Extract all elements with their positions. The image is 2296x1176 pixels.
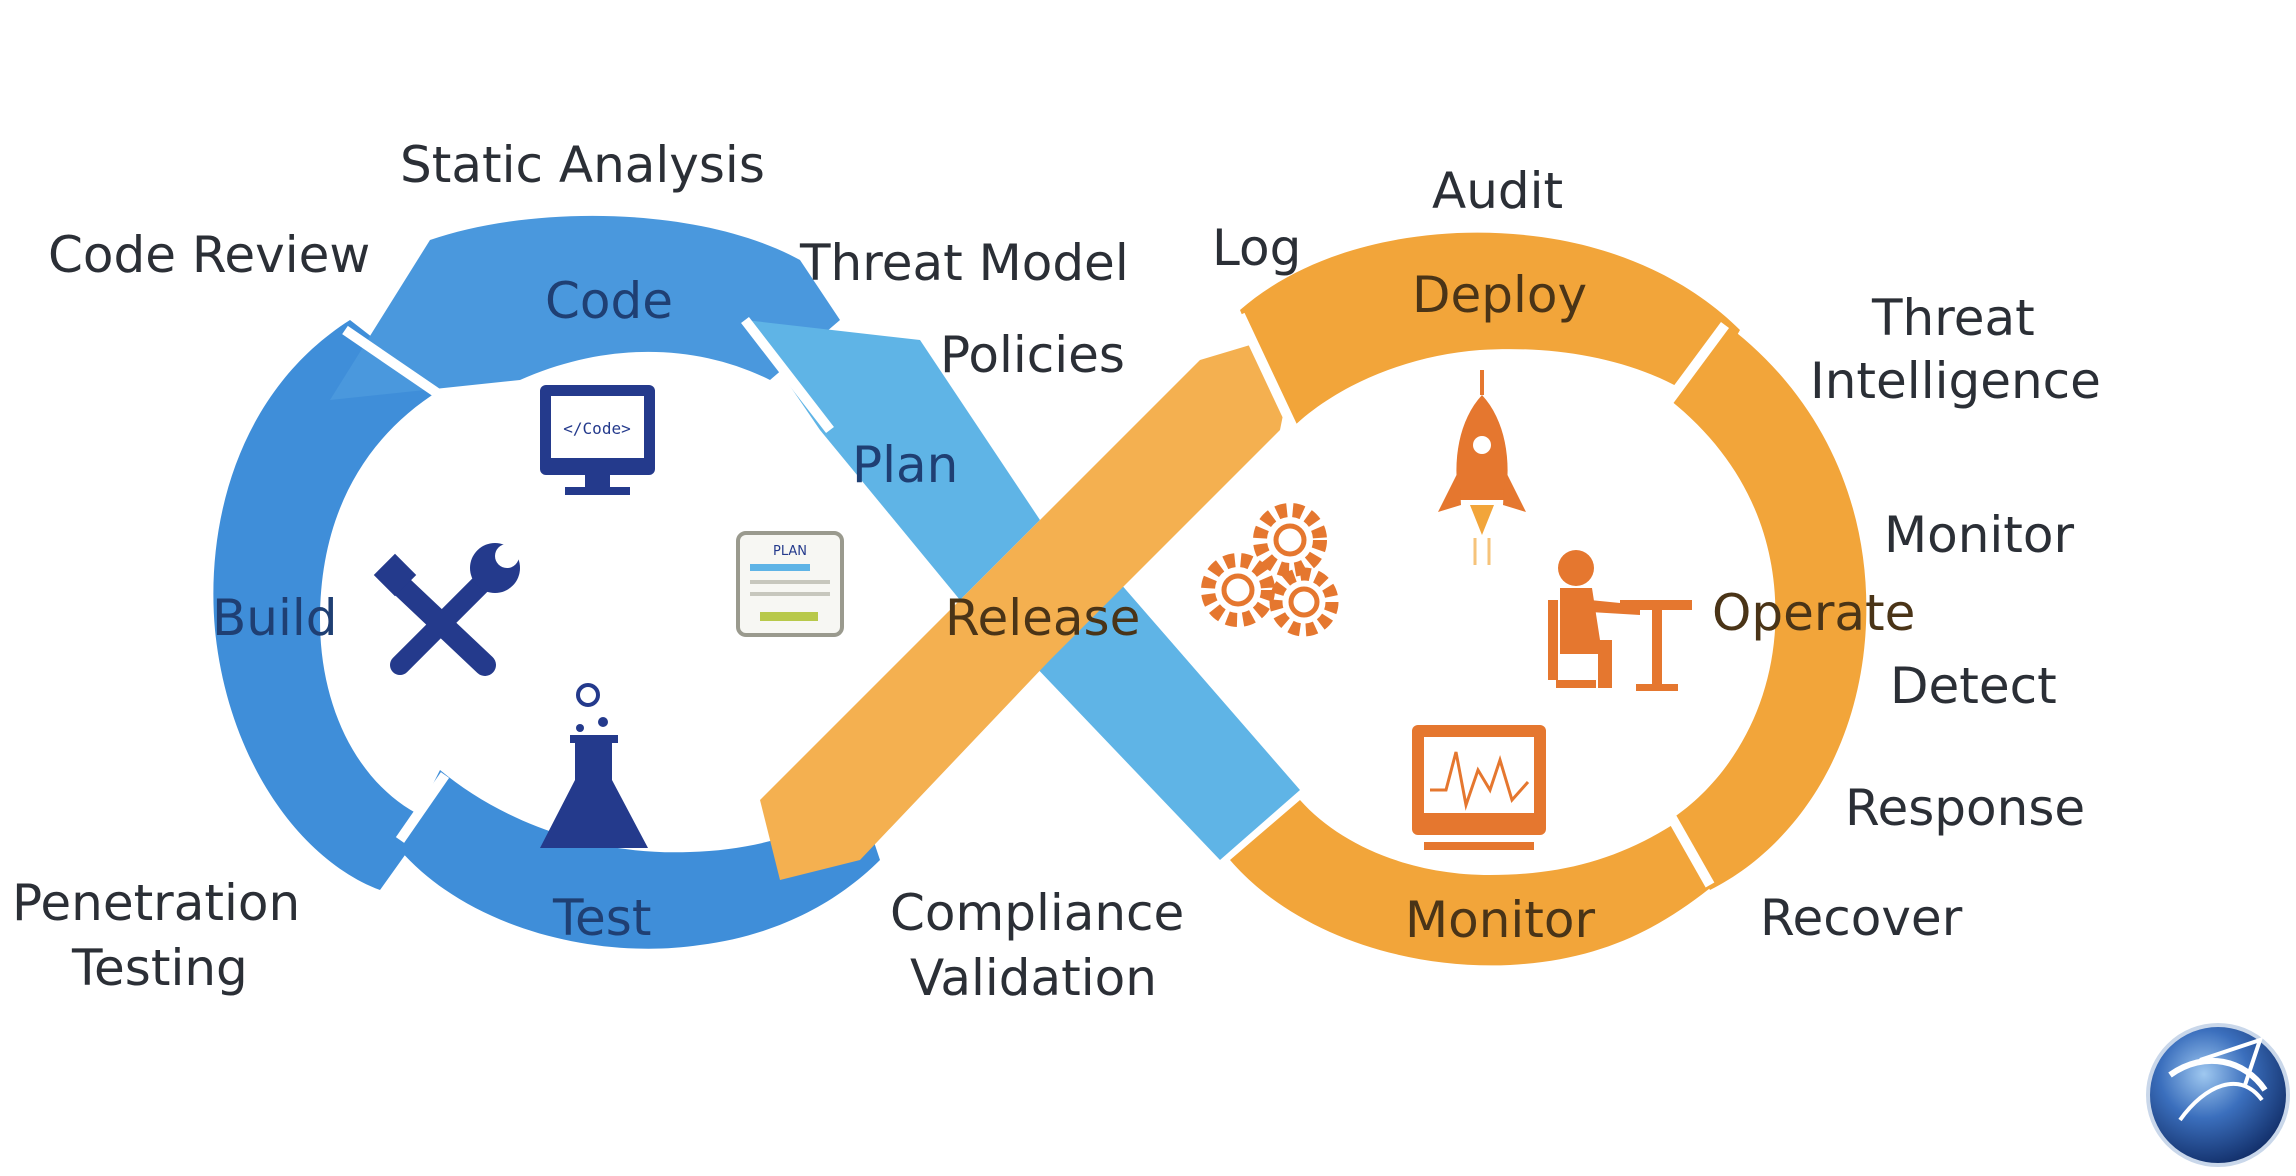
practice-threat-intelligence-line1: Threat — [1871, 289, 2035, 347]
plan-segment — [745, 320, 1040, 600]
practice-audit: Audit — [1432, 162, 1563, 220]
practice-penetration-testing-line2: Testing — [71, 939, 248, 997]
rocket-icon — [1438, 370, 1526, 565]
stage-operate-label: Operate — [1712, 584, 1915, 642]
flask-icon — [540, 683, 648, 848]
plan-doc-text: PLAN — [773, 544, 807, 559]
stage-deploy-label: Deploy — [1412, 266, 1587, 324]
practice-detect: Detect — [1890, 657, 2057, 715]
release-segment — [760, 330, 1300, 880]
stage-test-label: Test — [552, 889, 651, 947]
practice-monitor: Monitor — [1884, 506, 2075, 564]
practice-static-analysis: Static Analysis — [400, 136, 765, 194]
build-segment — [213, 320, 440, 890]
practice-penetration-testing-line1: Penetration — [12, 874, 300, 932]
code-segment — [330, 215, 840, 400]
practice-response: Response — [1845, 779, 2085, 837]
person-at-desk-icon — [1548, 550, 1692, 691]
practice-compliance-validation-line1: Compliance — [890, 884, 1184, 942]
globe-logo-icon — [2146, 1023, 2290, 1167]
practice-code-review: Code Review — [48, 226, 370, 284]
test-segment — [400, 770, 880, 949]
practice-compliance-validation-line2: Validation — [910, 949, 1157, 1007]
practice-threat-model: Threat Model — [799, 234, 1129, 292]
practice-recover: Recover — [1760, 889, 1963, 947]
deploy-segment — [1240, 232, 1740, 430]
stage-monitor-label: Monitor — [1405, 891, 1596, 949]
operate-segment — [1670, 320, 1867, 890]
stage-build-label: Build — [212, 589, 338, 647]
stage-release-label: Release — [945, 589, 1140, 647]
tools-wrench-screwdriver-icon — [373, 543, 520, 676]
practice-threat-intelligence-line2: Intelligence — [1810, 352, 2101, 410]
chart-monitor-icon — [1412, 725, 1546, 850]
monitor-code-icon: </Code> — [540, 385, 655, 495]
plan-document-icon: PLAN — [736, 531, 844, 637]
practice-policies: Policies — [940, 326, 1125, 384]
monitor-segment — [1230, 800, 1720, 966]
stage-plan-label: Plan — [852, 436, 958, 494]
code-screen-text: </Code> — [563, 419, 630, 438]
gears-icon — [1201, 503, 1339, 637]
stage-code-label: Code — [545, 272, 673, 330]
practice-log: Log — [1212, 219, 1301, 277]
blue-crossing-segment — [1010, 560, 1300, 860]
